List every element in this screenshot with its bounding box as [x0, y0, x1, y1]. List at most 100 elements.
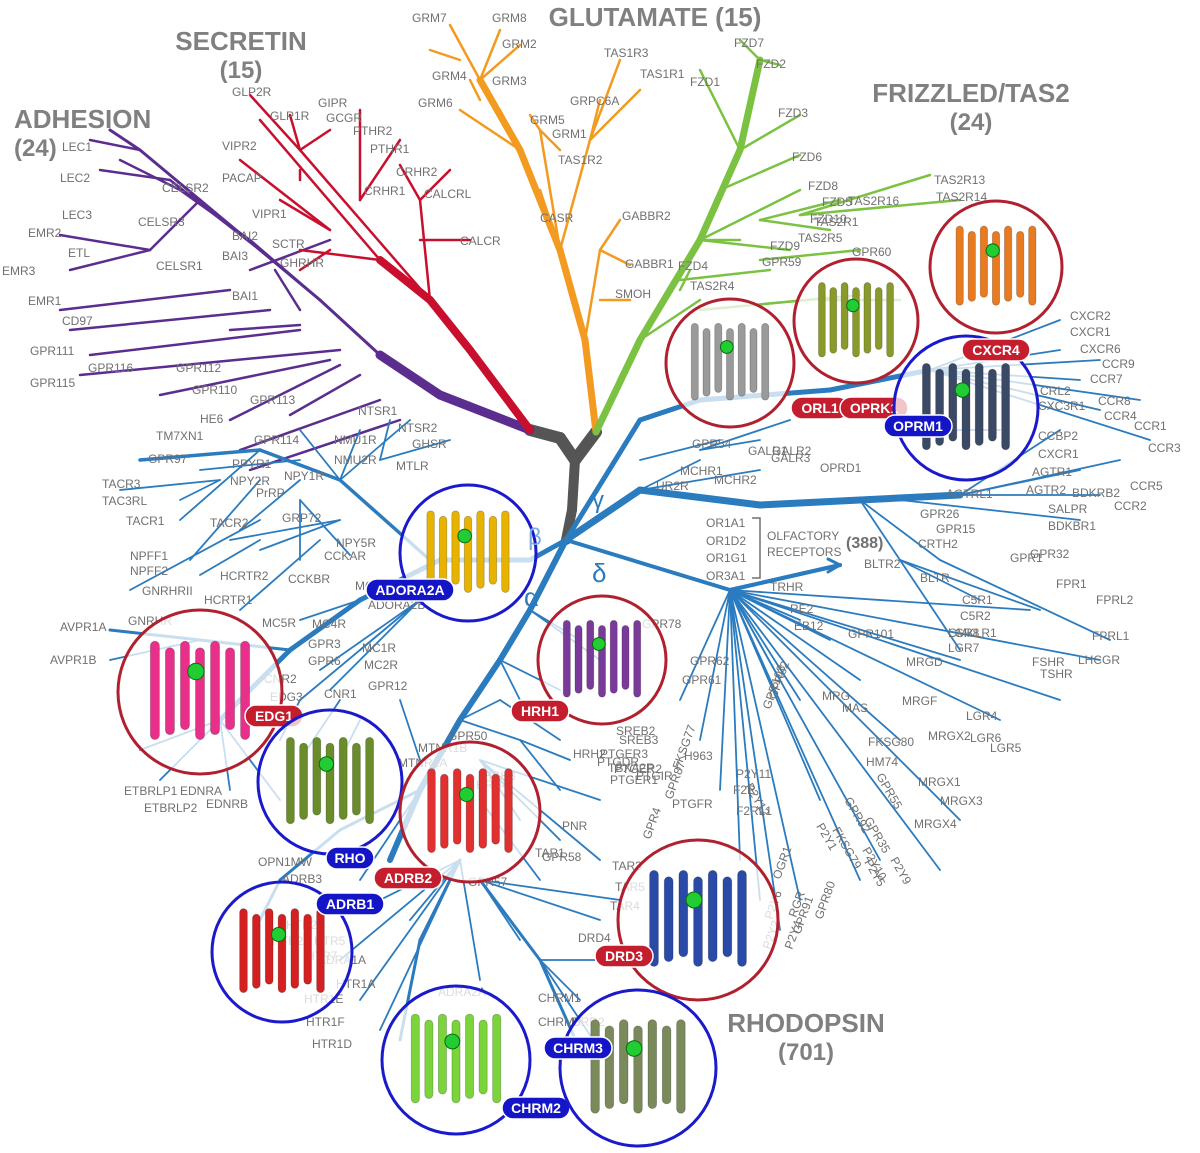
leaf-label: EDNRB	[206, 797, 248, 811]
helix	[1004, 225, 1013, 302]
leaf-label: CCKAR	[324, 549, 366, 563]
ligand	[187, 662, 205, 681]
leaf-label: SREB2	[616, 724, 656, 738]
leaf-label: GPR97	[148, 452, 188, 466]
leaf-label: GALR3	[771, 451, 811, 465]
receptors-label: RECEPTORS	[767, 545, 841, 559]
structure-label-pill	[594, 944, 654, 968]
helix	[410, 1013, 420, 1104]
helix	[312, 736, 322, 816]
helix	[961, 368, 971, 451]
leaf-label: CHRM1	[538, 991, 581, 1005]
leaf-label: GPR116	[88, 361, 133, 375]
helix	[290, 908, 300, 989]
leaf-label: F2R	[733, 783, 756, 797]
olfactory-receptor-3: OR1G1	[706, 551, 747, 565]
helix	[619, 1019, 629, 1105]
helix	[252, 913, 261, 989]
structure-label: CHRM2	[511, 1100, 561, 1116]
rhodopsin-branch	[756, 496, 864, 509]
rhodopsin-branch	[179, 449, 261, 521]
helix	[239, 908, 248, 993]
structure-label: ADORA2A	[375, 582, 444, 598]
rhodopsin-branch	[497, 607, 533, 663]
leaf-label: SALPR	[1048, 502, 1088, 516]
adhesion-branch	[68, 248, 152, 272]
secretin-name: SECRETIN	[175, 26, 307, 56]
leaf-label: C5R2	[960, 609, 991, 623]
leaf-label: LGR5	[990, 741, 1022, 755]
leaf-label: FZD5	[822, 195, 852, 209]
leaf-label: P2Y9	[887, 855, 914, 888]
helix	[286, 736, 295, 825]
leaf-label: CRTH2	[918, 537, 958, 551]
rhodopsin-branch	[527, 537, 569, 613]
structure-label-pill	[883, 414, 953, 438]
rhodopsin-name: RHODOPSIN	[727, 1008, 885, 1038]
tree-annotations: γ β α δ OR1A1 OR1D2 OR1G1 OR3A1 OLFACTOR…	[524, 487, 883, 612]
leaf-label: TAS1R1	[640, 67, 685, 81]
helix	[737, 322, 746, 397]
leaf-label: GPR4	[640, 805, 664, 841]
structure-ring	[398, 740, 542, 884]
leaf-label: MRGF	[902, 694, 937, 708]
leaf-label: CXC3R1	[1038, 399, 1086, 413]
rhodopsin-branch	[729, 589, 761, 661]
secretin-branch	[398, 163, 422, 202]
frizzled-branch	[678, 268, 692, 292]
leaf-label: RE2	[790, 602, 814, 616]
root-trunk	[567, 455, 580, 515]
helix	[829, 287, 838, 354]
rhodopsin-branch	[856, 491, 964, 504]
leaf-label: BDKRB2	[1072, 486, 1120, 500]
structure-label: EDG1	[255, 708, 293, 724]
helix	[714, 322, 723, 393]
leaf-label: TM7XN1	[156, 429, 204, 443]
helix	[465, 1013, 475, 1099]
helix	[463, 515, 473, 593]
helix	[149, 640, 160, 740]
secretin-branch	[298, 148, 432, 302]
leaf-label: TBXA2R	[608, 761, 655, 775]
olfactory-arrow	[826, 557, 842, 567]
leaf-label: SREB3	[619, 733, 659, 747]
olfactory-receptors-group: OR1A1 OR1D2 OR1G1 OR3A1 OLFACTORY RECEPT…	[706, 516, 883, 583]
helix	[621, 625, 630, 690]
leaf-label: GRM7	[412, 11, 447, 25]
adhesion-branch	[88, 138, 142, 152]
helix	[451, 510, 460, 585]
structure-ring	[892, 334, 1040, 482]
rhodopsin-branch	[564, 538, 732, 592]
adhesion-branch	[238, 398, 382, 452]
leaf-label: GPR15	[936, 522, 976, 536]
leaf-label: TAR1	[535, 846, 565, 860]
structure-cxcr4: CXCR4	[928, 199, 1064, 362]
glutamate-branch	[588, 98, 602, 142]
rhodopsin-branch	[729, 589, 741, 861]
family-label-rhodopsin: RHODOPSIN (701)	[726, 1008, 886, 1068]
rhodopsin-branch	[899, 499, 1081, 521]
ligand	[954, 382, 971, 398]
frizzled-branch	[738, 113, 802, 152]
leaf-label: GHSR	[412, 437, 447, 451]
helix	[955, 225, 964, 306]
leaf-label: GPR12	[368, 679, 408, 693]
helix	[863, 282, 872, 354]
helix	[452, 768, 462, 845]
leaf-label: CALCR	[460, 234, 501, 248]
leaf-label: CCR8	[1098, 394, 1131, 408]
leaf-label: PTGER1	[610, 773, 658, 787]
secretin-branch	[288, 113, 302, 152]
rhodopsin-branch	[339, 419, 411, 481]
rhodopsin-branch	[459, 699, 501, 721]
ligand	[444, 1033, 461, 1050]
helix	[702, 328, 711, 397]
helix	[661, 1025, 672, 1105]
helix	[991, 230, 1001, 306]
rhodopsin-branch	[729, 589, 781, 681]
leaf-label: GRP72	[282, 511, 322, 525]
root-trunk	[569, 426, 602, 466]
rhodopsin-branch	[189, 479, 261, 561]
